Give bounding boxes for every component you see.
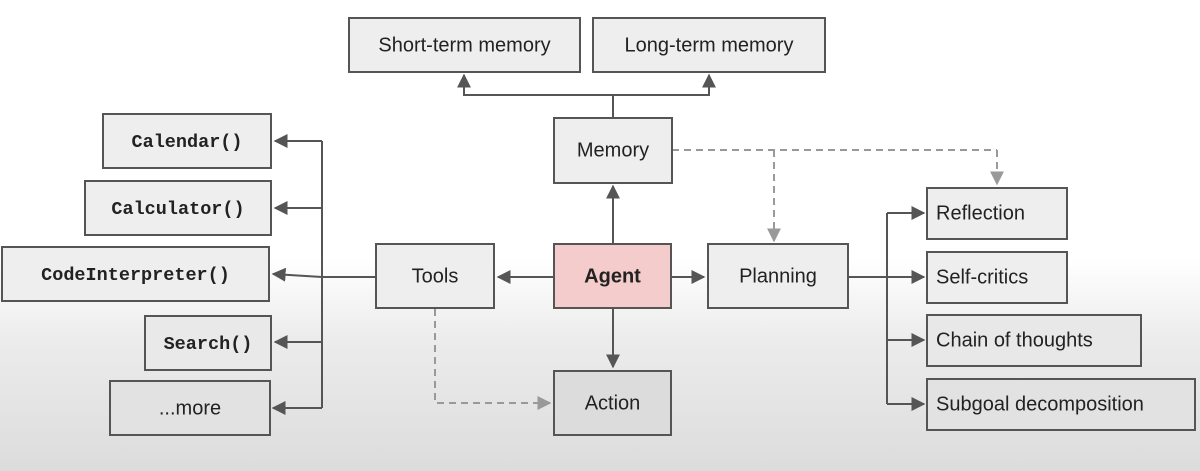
node-label: CodeInterpreter(): [41, 265, 230, 286]
node-planning[interactable]: Planning: [707, 243, 849, 309]
node-label: Planning: [739, 265, 817, 287]
node-label: Memory: [577, 139, 649, 161]
node-subgoal-decomposition[interactable]: Subgoal decomposition: [926, 378, 1196, 431]
edge-memory-to-long-term: [613, 73, 716, 96]
node-more[interactable]: ...more: [109, 380, 271, 436]
edges: [271, 73, 1004, 415]
node-label: Long-term memory: [625, 34, 794, 56]
node-label: Calculator(): [111, 199, 244, 220]
node-agent[interactable]: Agent: [553, 243, 672, 309]
node-reflection[interactable]: Reflection: [926, 187, 1068, 240]
node-label: Chain of thoughts: [936, 329, 1093, 351]
node-short-term-memory[interactable]: Short-term memory: [348, 17, 581, 73]
nodes: Short-term memory Long-term memory Memor…: [1, 17, 1196, 436]
node-action[interactable]: Action: [553, 370, 672, 436]
edge-tools-to-action-dashed: [434, 309, 552, 410]
node-label: Calendar(): [131, 132, 242, 153]
node-self-critics[interactable]: Self-critics: [926, 251, 1068, 304]
node-label: Tools: [412, 265, 459, 287]
node-calendar[interactable]: Calendar(): [102, 113, 272, 169]
node-search[interactable]: Search(): [144, 315, 272, 371]
node-code-interpreter[interactable]: CodeInterpreter(): [1, 246, 270, 302]
node-label: Agent: [584, 265, 641, 287]
node-label: Reflection: [936, 202, 1025, 224]
node-label: Search(): [164, 334, 253, 355]
node-label: Short-term memory: [378, 34, 550, 56]
node-memory[interactable]: Memory: [553, 117, 673, 184]
node-calculator[interactable]: Calculator(): [84, 180, 272, 236]
node-chain-of-thoughts[interactable]: Chain of thoughts: [926, 314, 1142, 367]
edge-tools-to-code-interpreter: [271, 267, 323, 282]
node-label: Self-critics: [936, 266, 1028, 288]
node-label: Subgoal decomposition: [936, 393, 1144, 415]
node-long-term-memory[interactable]: Long-term memory: [592, 17, 826, 73]
node-tools[interactable]: Tools: [375, 243, 495, 309]
node-label: ...more: [159, 397, 221, 419]
node-label: Action: [585, 392, 641, 414]
edge-memory-to-short-term: [457, 73, 613, 96]
